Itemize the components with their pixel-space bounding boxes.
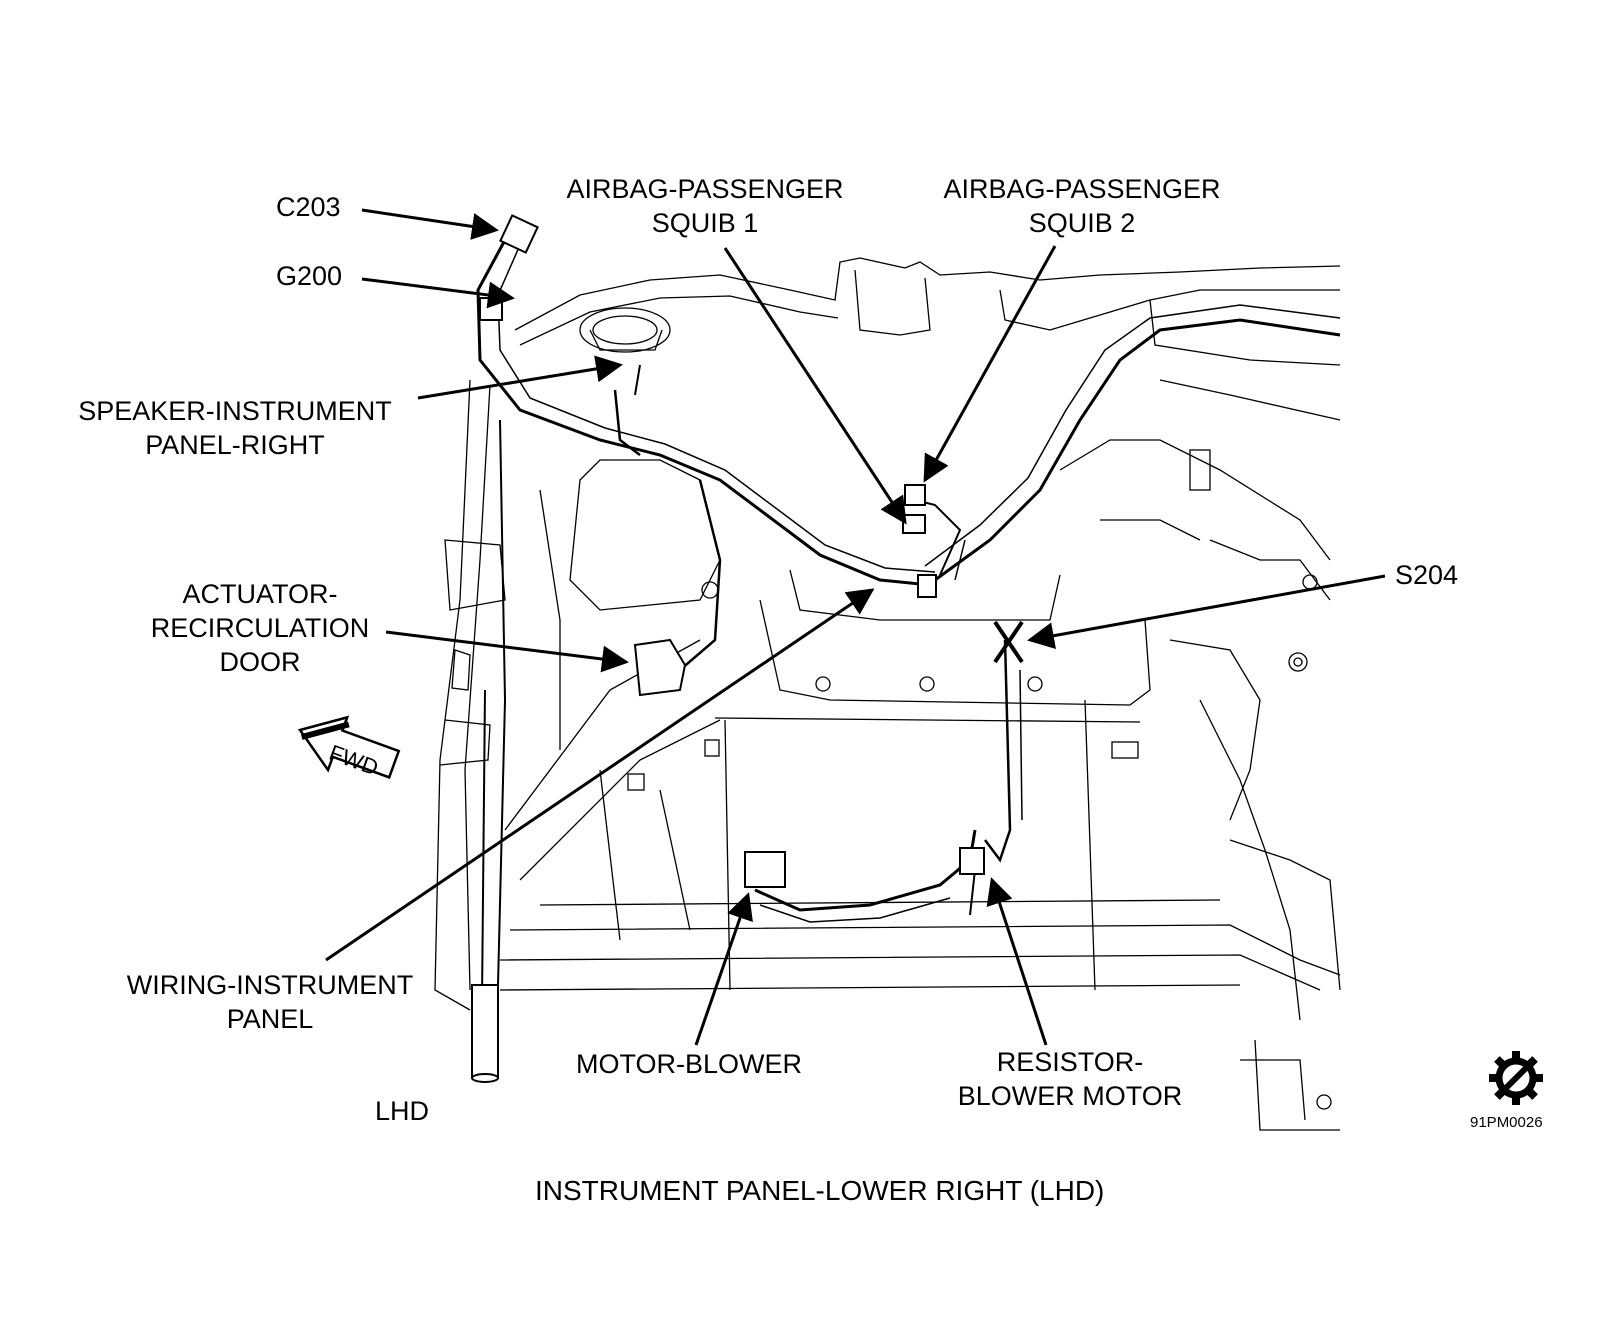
c203-label: C203	[276, 192, 341, 222]
resistor-connector	[959, 847, 985, 875]
wiring-leader	[325, 588, 875, 962]
lhd-label: LHD	[375, 1096, 430, 1126]
resistor-label: RESISTOR- BLOWER MOTOR	[957, 1047, 1183, 1111]
gear-slash-icon	[1489, 1051, 1543, 1105]
airbag-squib-1-label: AIRBAG-PASSENGER SQUIB 1	[566, 174, 844, 238]
fwd-arrow-icon	[297, 715, 401, 779]
figure-caption: INSTRUMENT PANEL-LOWER RIGHT (LHD)	[535, 1175, 1105, 1206]
airbag1-leader	[723, 247, 907, 525]
g200-ground	[479, 297, 503, 321]
hose-end	[471, 984, 499, 1079]
wiring-label: WIRING-INSTRUMENT PANEL	[126, 970, 414, 1034]
hose-end-cap	[471, 1073, 499, 1083]
actuator-leader	[385, 630, 629, 673]
actuator-body	[633, 638, 687, 697]
airbag2-leader	[923, 245, 1057, 483]
leader-lines	[325, 208, 1386, 1046]
wiring-harness	[476, 239, 1341, 1001]
figure-code: 91PM0026	[1470, 1114, 1543, 1131]
g200-label: G200	[276, 261, 343, 291]
dash-structure	[434, 257, 1341, 1131]
g200-leader	[361, 277, 515, 309]
c203-leader	[361, 208, 499, 240]
motor-blower-connector	[744, 851, 786, 888]
s204-label: S204	[1395, 560, 1459, 590]
s204-splice-mark	[993, 620, 1024, 664]
motor-blower-leader	[694, 892, 753, 1046]
airbag-squib-2-label: AIRBAG-PASSENGER SQUIB 2	[943, 174, 1221, 238]
c203-connector	[499, 214, 539, 254]
connectors	[471, 214, 985, 1083]
resistor-leader	[986, 877, 1048, 1046]
airbag-squib-2-connector	[904, 484, 926, 506]
motor-blower-label: MOTOR-BLOWER	[576, 1049, 803, 1079]
clip	[917, 574, 937, 598]
speaker-label: SPEAKER-INSTRUMENT PANEL-RIGHT	[78, 396, 392, 460]
speaker-leader	[417, 355, 623, 400]
airbag-squib-1-connector	[902, 514, 926, 534]
s204-leader	[1027, 574, 1386, 650]
actuator-label: ACTUATOR- RECIRCULATION DOOR	[150, 579, 370, 677]
